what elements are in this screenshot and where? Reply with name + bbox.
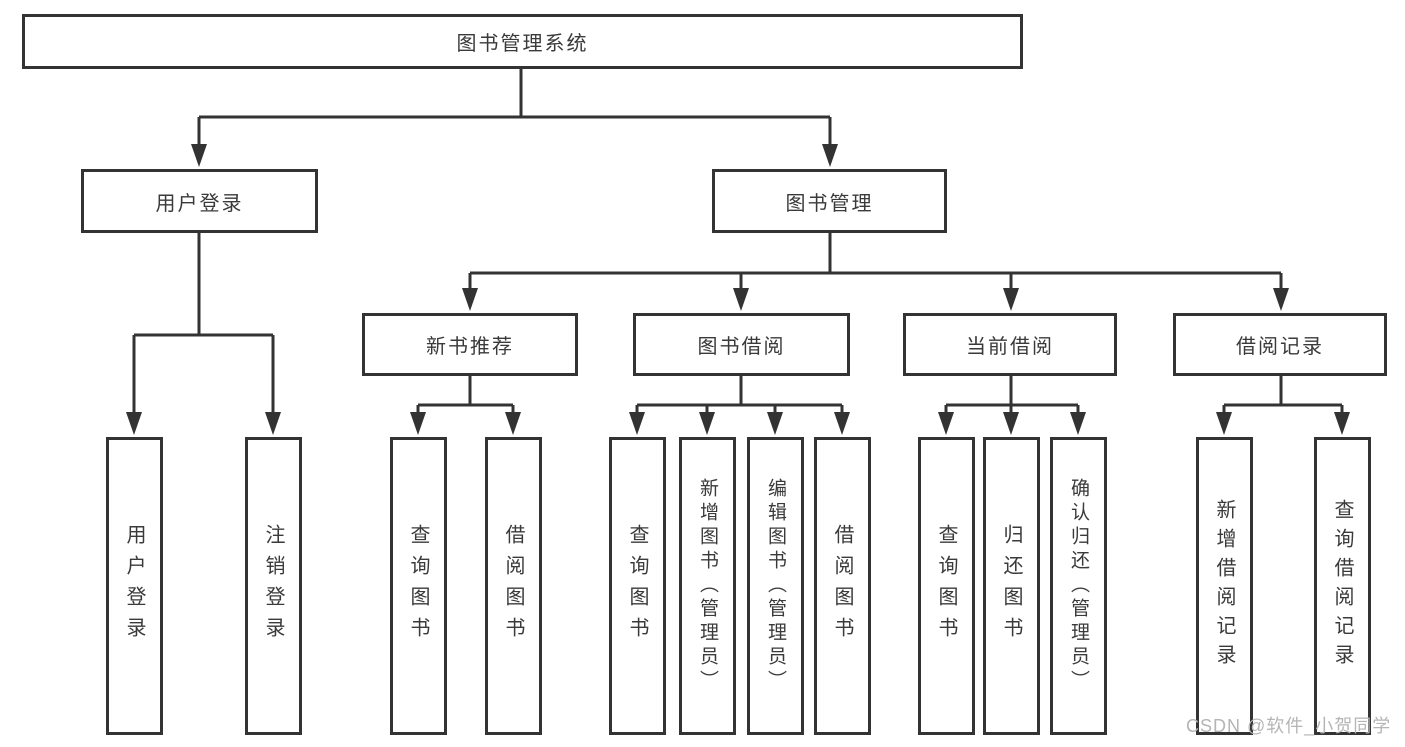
- csdn-watermark: CSDN @软件_小贺同学: [1186, 716, 1392, 736]
- connector-rails: [132, 68, 1344, 414]
- leaf-add-books-admin: 新增图书（管理员）: [679, 437, 736, 735]
- leaf-query-borrow-record: 查询借阅记录: [1314, 437, 1371, 735]
- arrowheads: [126, 144, 1350, 435]
- leaf-user-login: 用户登录: [106, 437, 163, 735]
- leaf-add-borrow-record: 新增借阅记录: [1196, 437, 1253, 735]
- leaf-query-books-current: 查询图书: [918, 437, 975, 735]
- leaf-query-books-recommend: 查询图书: [390, 437, 447, 735]
- leaf-query-books-borrowing: 查询图书: [609, 437, 666, 735]
- leaf-borrow-books-borrowing: 借阅图书: [814, 437, 871, 735]
- node-root-system: 图书管理系统: [22, 14, 1023, 69]
- node-new-book-recommend: 新书推荐: [362, 313, 578, 376]
- node-user-login: 用户登录: [81, 169, 318, 233]
- leaf-edit-books-admin: 编辑图书（管理员）: [747, 437, 804, 735]
- node-borrowing-records: 借阅记录: [1173, 313, 1387, 376]
- node-book-borrowing: 图书借阅: [633, 313, 850, 376]
- leaf-confirm-return-admin: 确认归还（管理员）: [1050, 437, 1107, 735]
- leaf-return-books: 归还图书: [983, 437, 1040, 735]
- node-book-management: 图书管理: [712, 169, 947, 233]
- node-current-borrowing: 当前借阅: [903, 313, 1117, 376]
- leaf-logout: 注销登录: [245, 437, 302, 735]
- leaf-borrow-books-recommend: 借阅图书: [485, 437, 542, 735]
